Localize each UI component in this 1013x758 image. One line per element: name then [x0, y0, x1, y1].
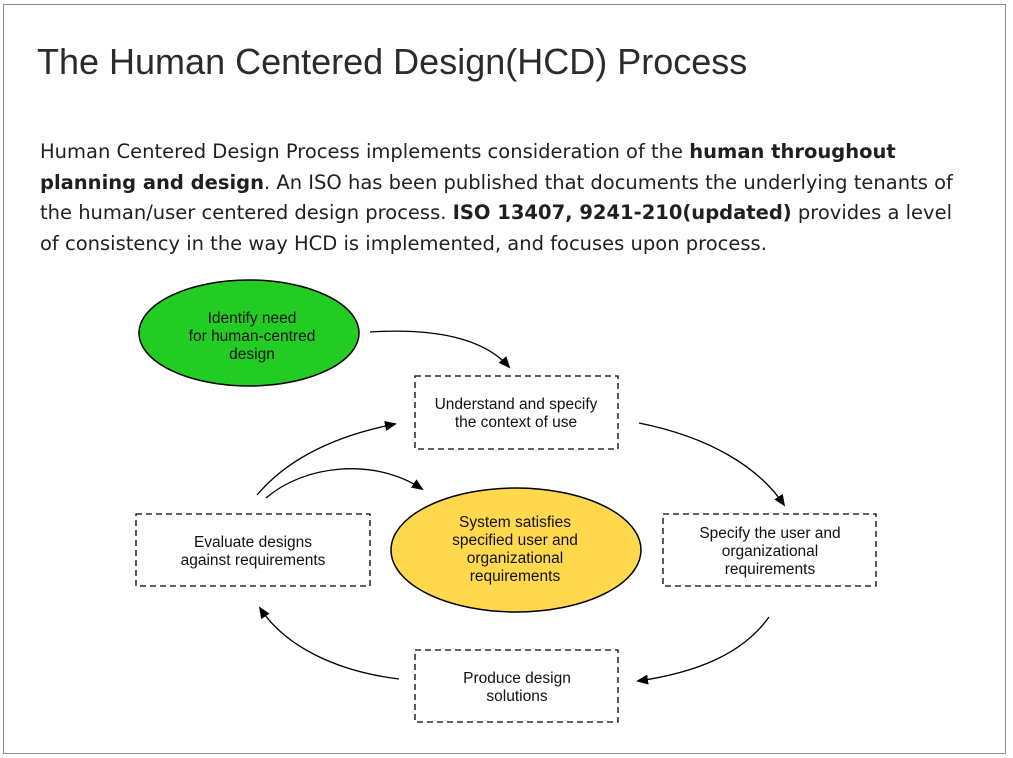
specify-requirements-box — [662, 513, 877, 587]
node-system-satisfies: System satisfies specified user and orga… — [390, 487, 642, 613]
node-identify-need: Identify need for human-centred design — [138, 279, 360, 387]
identify-need-line-3: design — [229, 346, 275, 363]
node-evaluate-designs: Evaluate designs against requirements — [135, 513, 371, 587]
system-satisfies-ellipse — [390, 487, 642, 613]
understand-context-box — [414, 375, 619, 450]
intro-paragraph: Human Centered Design Process implements… — [40, 137, 970, 259]
understand-context-line-2: the context of use — [455, 414, 577, 431]
paragraph-text-3: provides a level of consistency in the w… — [40, 201, 952, 255]
slide-title: The Human Centered Design(HCD) Process — [37, 41, 748, 82]
understand-context-line-1: Understand and specify — [435, 396, 598, 413]
system-satisfies-line-3: organizational — [467, 550, 564, 567]
paragraph-text-1: Human Centered Design Process implements… — [40, 140, 690, 163]
specify-requirements-line-1: Specify the user and — [699, 525, 840, 542]
produce-solutions-box — [414, 649, 619, 723]
arrow-requirements-to-produce — [636, 616, 770, 685]
evaluate-designs-line-2: against requirements — [181, 552, 326, 569]
system-satisfies-line-4: requirements — [470, 568, 561, 585]
arrow-evaluate-to-context — [256, 421, 397, 496]
arrow-identify-to-context — [369, 330, 511, 369]
system-satisfies-line-1: System satisfies — [459, 514, 571, 531]
arrow-produce-to-evaluate — [258, 606, 400, 680]
node-produce-solutions: Produce design solutions — [414, 649, 619, 723]
arrow-evaluate-to-satisfies — [265, 468, 424, 499]
identify-need-line-1: Identify need — [208, 310, 297, 327]
paragraph-bold-1: human throughout planning and design — [40, 140, 896, 194]
identify-need-line-2: for human-centred — [189, 328, 316, 345]
produce-solutions-line-1: Produce design — [463, 670, 571, 687]
evaluate-designs-line-1: Evaluate designs — [194, 534, 312, 551]
node-understand-context: Understand and specify the context of us… — [414, 375, 619, 450]
evaluate-designs-box — [135, 513, 371, 587]
arrow-context-to-requirements — [638, 422, 786, 507]
produce-solutions-line-2: solutions — [486, 688, 547, 705]
slide: The Human Centered Design(HCD) Process H… — [3, 4, 1006, 754]
specify-requirements-line-3: requirements — [725, 561, 816, 578]
specify-requirements-line-2: organizational — [722, 543, 819, 560]
paragraph-bold-2: ISO 13407, 9241-210(updated) — [452, 201, 792, 224]
identify-need-ellipse — [138, 279, 360, 387]
system-satisfies-line-2: specified user and — [452, 532, 578, 549]
node-specify-requirements: Specify the user and organizational requ… — [662, 513, 877, 587]
paragraph-text-2: . An ISO has been published that documen… — [40, 170, 953, 225]
hcd-process-diagram: Identify need for human-centred design U… — [135, 279, 877, 723]
